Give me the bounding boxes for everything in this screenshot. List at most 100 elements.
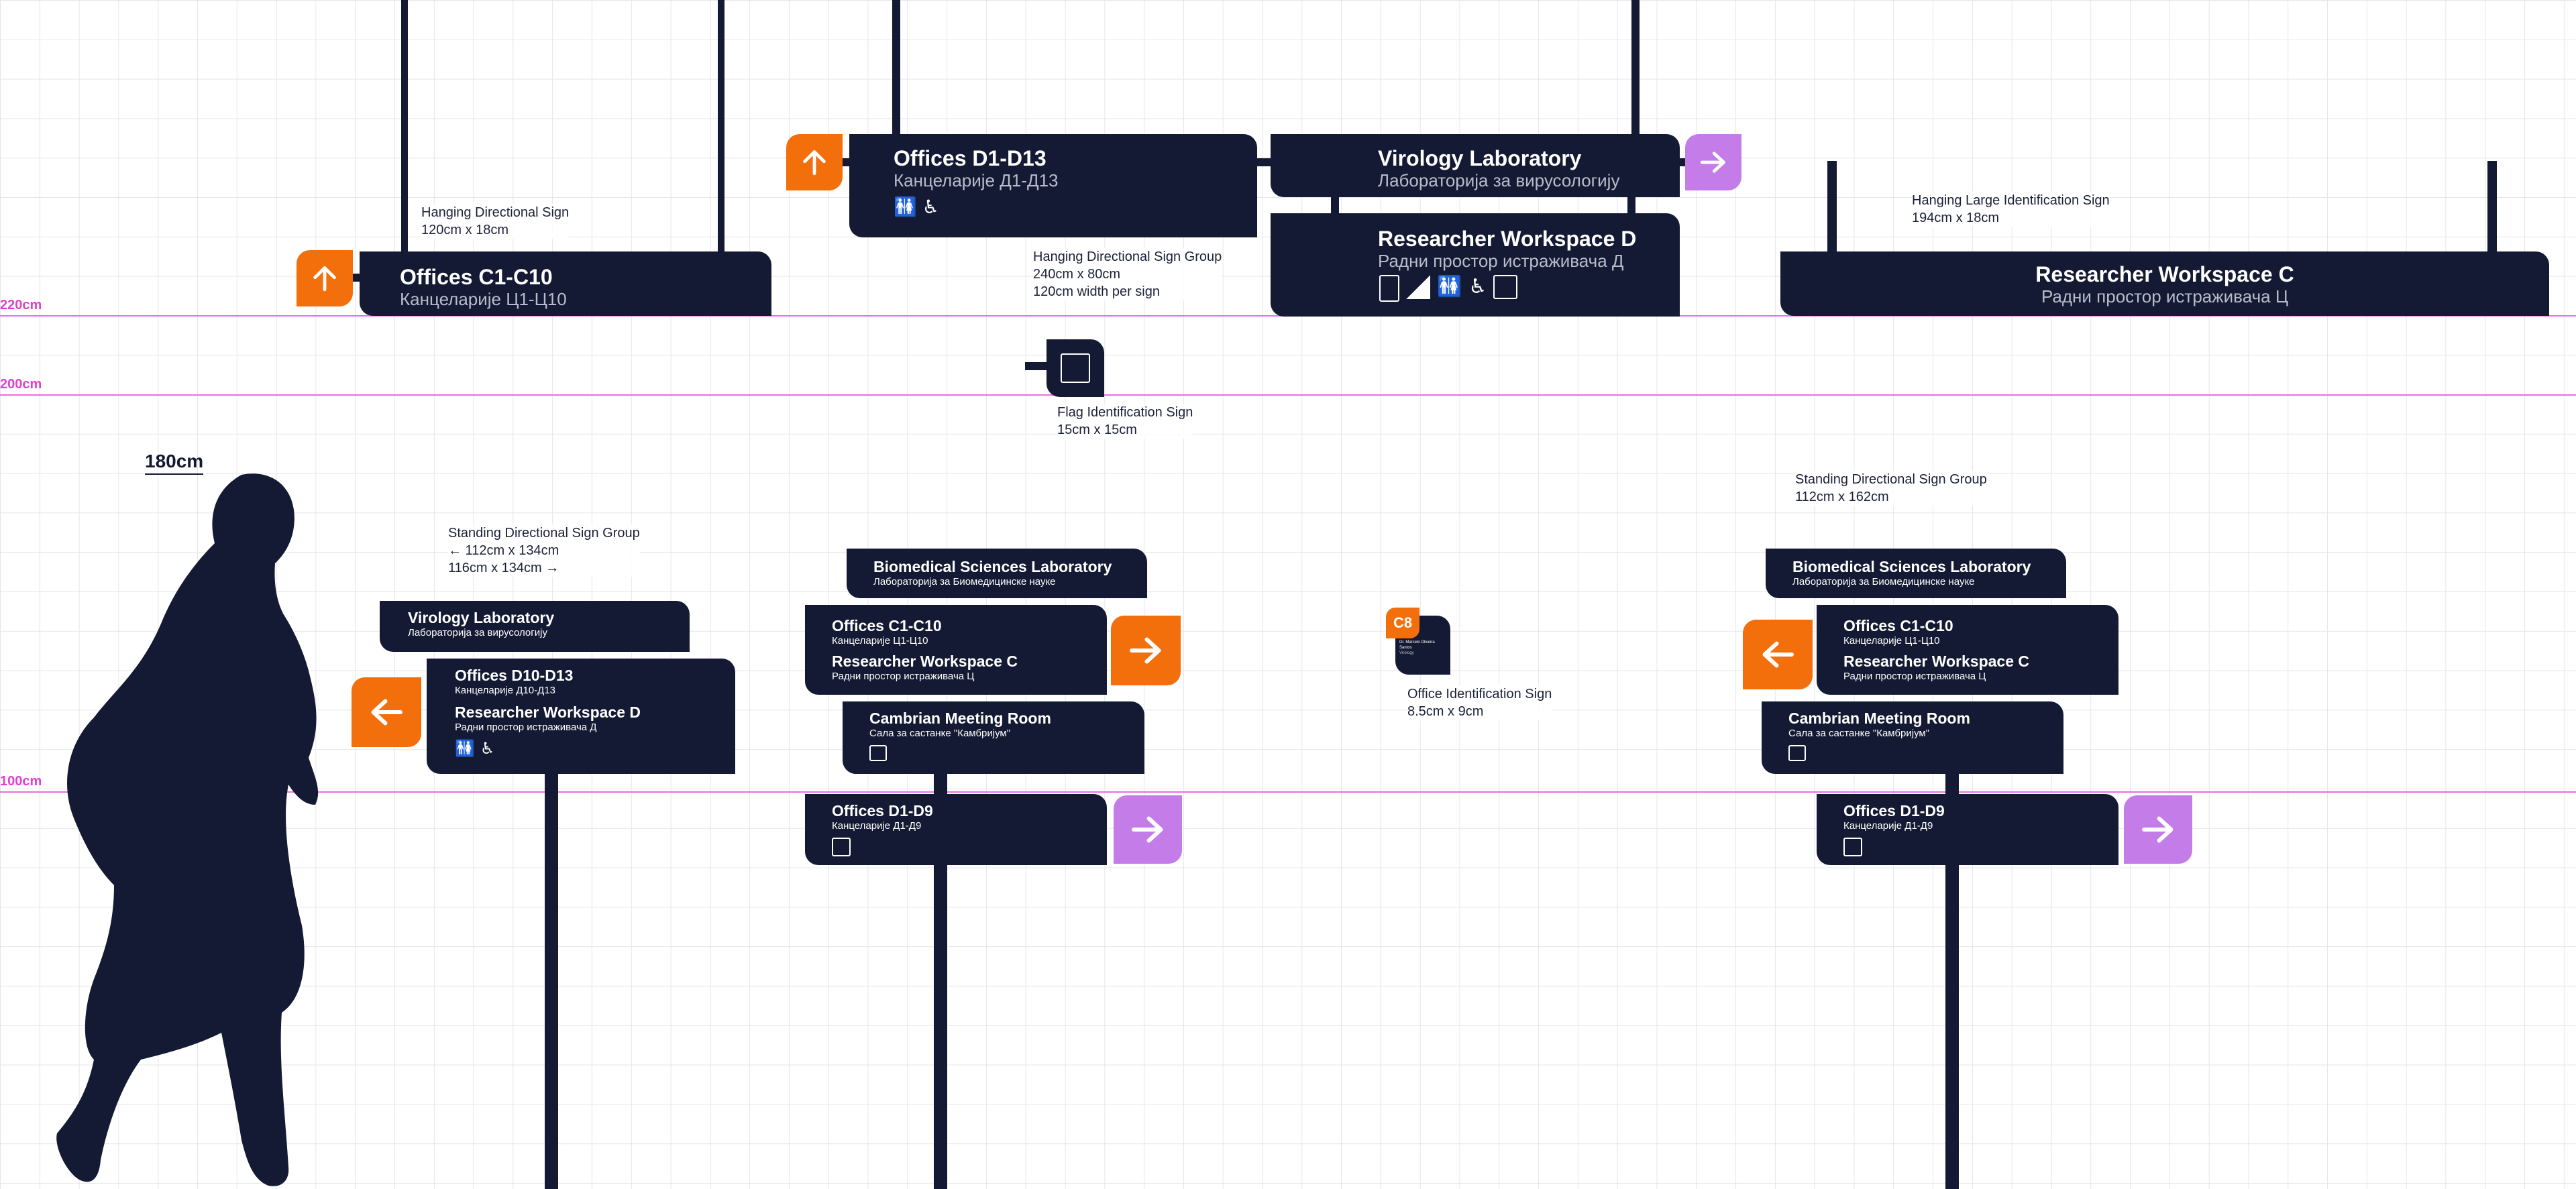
- person-silhouette: [56, 473, 319, 1186]
- sign-subtitle: Канцеларије Д1-Д9: [1843, 820, 1933, 832]
- accessible-icon: ♿: [1468, 276, 1487, 298]
- pole: [1945, 771, 1959, 1189]
- pole: [718, 0, 724, 255]
- connector: [1331, 197, 1339, 215]
- standing-sign-offices-d1-right: Offices D1-D9 Канцеларије Д1-Д9: [1817, 794, 2118, 865]
- standing-left-label: Standing Directional Sign Group← 112cm x…: [448, 524, 640, 577]
- office-icon: [1493, 275, 1518, 299]
- standing-sign-cambrian: Cambrian Meeting Room Сала за састанке "…: [843, 701, 1144, 774]
- left-arrow-icon: [366, 692, 407, 732]
- sign-title: Researcher Workspace D: [455, 703, 641, 721]
- sign-subtitle: Канцеларије Д10-Д13: [455, 685, 555, 696]
- sign-title: Virology Laboratory: [1378, 146, 1582, 170]
- sign-subtitle: Радни простор истраживача Ц: [1843, 671, 1986, 682]
- right-arrow-icon: [1697, 146, 1729, 178]
- sign-subtitle: Сала за састанке "Камбријум": [869, 728, 1011, 739]
- sign-title: Cambrian Meeting Room: [1788, 710, 1970, 727]
- standing-sign-offices-d1: Offices D1-D9 Канцеларије Д1-Д9: [805, 794, 1107, 865]
- right-arrow-icon: [2138, 809, 2178, 850]
- height-label-100: 100cm: [0, 774, 42, 789]
- sign-title: Offices C1-C10: [400, 265, 553, 289]
- pole: [401, 0, 408, 255]
- pole: [2487, 161, 2497, 255]
- connector: [1025, 362, 1049, 370]
- left-arrow-icon: [1758, 634, 1798, 675]
- accessible-icon: ♿: [480, 740, 495, 758]
- sign-subtitle: Радни простор истраживача Д: [455, 722, 597, 733]
- sign-title: Biomedical Sciences Laboratory: [873, 558, 1112, 575]
- sign-subtitle: Сала за састанке "Камбријум": [1788, 728, 1930, 739]
- sign-subtitle: Лабораторија за Биомедицинске науке: [873, 576, 1056, 587]
- accessible-icon: ♿: [922, 196, 939, 217]
- office-icon: [1843, 838, 1862, 856]
- height-line-100: [0, 791, 2576, 793]
- meeting-icon: [1788, 745, 1806, 761]
- sign-title: Offices D1-D9: [1843, 802, 1945, 819]
- left-arrow-sign: [1743, 620, 1813, 689]
- sign-subtitle: Радни простор истраживача Ц: [832, 671, 975, 682]
- sign-title: Offices C1-C10: [1843, 617, 1953, 634]
- up-arrow-sign: [297, 250, 353, 306]
- restroom-icon: 🚻: [455, 740, 475, 758]
- standing-sign-offices-c-right: Offices C1-C10 Канцеларије Ц1-Ц10 Resear…: [1817, 605, 2118, 695]
- sign-subtitle: Канцеларије Ц1-Ц10: [400, 289, 567, 309]
- office-occupant: Dr. Marcelo Oliveira Santos: [1399, 640, 1435, 650]
- connector: [843, 158, 851, 166]
- standing-sign-virology: Virology Laboratory Лабораторија за виру…: [380, 601, 690, 652]
- standing-sign-biomed-right: Biomedical Sciences Laboratory Лаборатор…: [1766, 549, 2066, 598]
- sign-title: Offices D10-D13: [455, 667, 574, 684]
- height-line-200: [0, 394, 2576, 396]
- height-label-220: 220cm: [0, 298, 42, 313]
- sign-subtitle: Канцеларије Ц1-Ц10: [1843, 635, 1940, 646]
- office-icon: [832, 838, 851, 856]
- office-department: Virology: [1399, 651, 1414, 655]
- standing-sign-offices-d10: Offices D10-D13 Канцеларије Д10-Д13 Rese…: [427, 659, 735, 774]
- sign-title: Offices D1-D13: [894, 146, 1046, 170]
- sign-title: Researcher Workspace C: [1843, 653, 2029, 670]
- hanging-sign-workspace-d: Researcher Workspace D Радни простор ист…: [1271, 213, 1680, 317]
- right-arrow-sign: [2124, 795, 2192, 864]
- flag-id-sign: [1046, 339, 1104, 397]
- left-arrow-sign: [352, 677, 421, 747]
- connector: [1680, 158, 1686, 166]
- right-arrow-icon: [1126, 630, 1166, 671]
- connector: [1257, 158, 1272, 166]
- restroom-icon: 🚻: [894, 196, 917, 217]
- height-label-200: 200cm: [0, 377, 42, 392]
- sign-title: Cambrian Meeting Room: [869, 710, 1051, 727]
- sign-subtitle: Канцеларије Д1-Д13: [894, 170, 1059, 190]
- person-height-label: 180cm: [145, 451, 204, 475]
- sign-title: Biomedical Sciences Laboratory: [1792, 558, 2031, 575]
- sign-title: Researcher Workspace C: [832, 653, 1018, 670]
- right-arrow-sign: [1114, 795, 1182, 864]
- sign-title: Offices D1-D9: [832, 802, 933, 819]
- sign-subtitle: Канцеларије Ц1-Ц10: [832, 635, 928, 646]
- standing-sign-cambrian-right: Cambrian Meeting Room Сала за састанке "…: [1762, 701, 2063, 774]
- standing-sign-offices-c: Offices C1-C10 Канцеларије Ц1-Ц10 Resear…: [805, 605, 1107, 695]
- office-icon: [1061, 353, 1090, 383]
- pole: [1827, 161, 1837, 255]
- elevator-icon: [1379, 275, 1399, 302]
- hanging-large-id-sign: Researcher Workspace C Радни простор ист…: [1780, 251, 2549, 316]
- meeting-icon: [869, 745, 887, 761]
- hanging-sign-offices-d: Offices D1-D13 Канцеларије Д1-Д13 🚻 ♿: [849, 134, 1257, 237]
- sign-title: Offices C1-C10: [832, 617, 942, 634]
- right-arrow-sign: [1685, 134, 1741, 190]
- sign-title: Researcher Workspace D: [1378, 227, 1637, 251]
- pole: [934, 771, 947, 1189]
- up-arrow-sign: [786, 134, 843, 190]
- pole: [1631, 0, 1640, 134]
- up-arrow-icon: [309, 262, 341, 294]
- right-arrow-icon: [1128, 809, 1168, 850]
- sign-subtitle: Лабораторија за вирусологију: [408, 627, 547, 638]
- sign-subtitle: Радни простор истраживача Д: [1378, 251, 1624, 271]
- hanging-sign-virology: Virology Laboratory Лабораторија за виру…: [1271, 134, 1680, 197]
- connector: [1627, 197, 1635, 215]
- pole: [545, 765, 558, 1189]
- restroom-icon: 🚻: [1437, 276, 1462, 298]
